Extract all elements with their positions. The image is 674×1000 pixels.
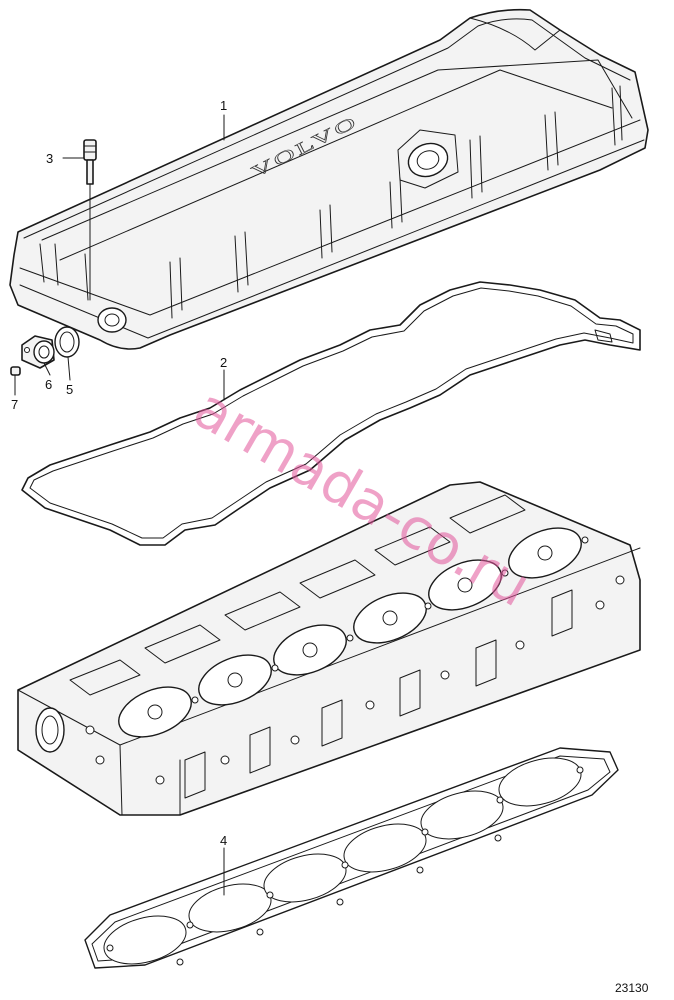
flange-screw xyxy=(10,366,21,385)
valve-ports-row xyxy=(118,527,582,738)
cylinder-head xyxy=(17,481,641,816)
valve-cover-gasket xyxy=(21,281,641,546)
cylinder-head-gasket xyxy=(84,747,619,969)
callout-1: 1 xyxy=(220,98,227,113)
breather-flange xyxy=(21,335,55,369)
leader-lines xyxy=(14,114,225,896)
callout-6: 6 xyxy=(45,377,52,392)
callout-3: 3 xyxy=(46,151,53,166)
callout-2: 2 xyxy=(220,355,227,370)
bolt xyxy=(83,139,97,301)
gasket-small-holes xyxy=(106,766,584,966)
seal-ring xyxy=(54,326,80,358)
callout-5: 5 xyxy=(66,382,73,397)
valve-cover: VOLVO xyxy=(9,8,649,350)
callout-4: 4 xyxy=(220,833,227,848)
gasket-bores xyxy=(103,757,582,965)
callout-7: 7 xyxy=(11,397,18,412)
head-bolt-holes xyxy=(85,536,625,785)
figure-number: 23130 xyxy=(615,981,649,995)
